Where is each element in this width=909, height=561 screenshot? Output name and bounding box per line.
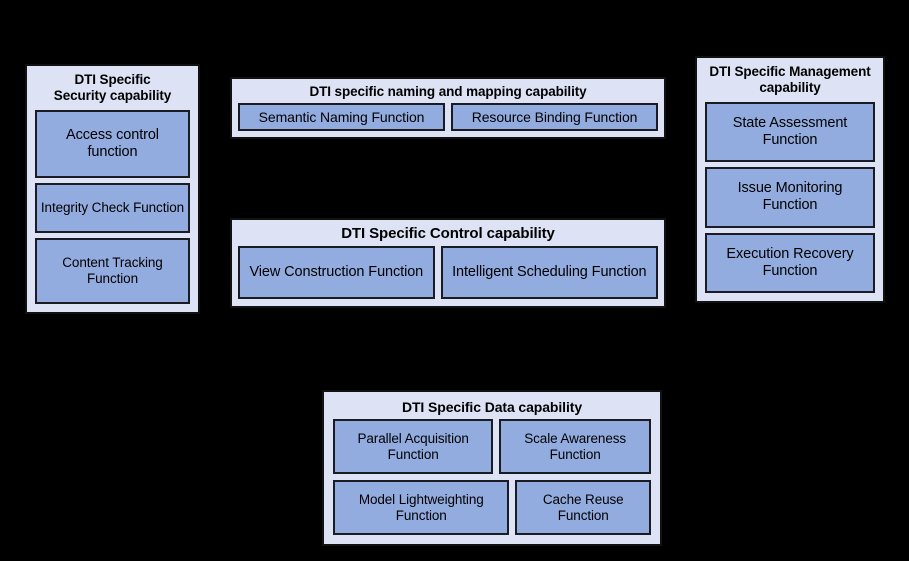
data-function-row-2: Model Lightweighting Function Cache Reus… — [333, 480, 651, 535]
function-intelligent-scheduling[interactable]: Intelligent Scheduling Function — [440, 246, 659, 299]
function-execution-recovery[interactable]: Execution Recovery Function — [705, 232, 875, 293]
function-scale-awareness[interactable]: Scale Awareness Function — [499, 419, 651, 474]
function-model-lightweighting[interactable]: Model Lightweighting Function — [333, 480, 510, 535]
panel-naming-mapping-capability: DTI specific naming and mapping capabili… — [230, 77, 666, 139]
function-integrity-check[interactable]: Integrity Check Function — [35, 183, 190, 233]
panel-security-title-line1: DTI Specific — [74, 72, 151, 87]
function-issue-monitoring[interactable]: Issue Monitoring Function — [705, 167, 875, 228]
data-function-list: Parallel Acquisition Function Scale Awar… — [324, 419, 660, 544]
management-function-list: State Assessment Function Issue Monitori… — [697, 100, 883, 301]
panel-security-capability: DTI Specific Security capability Access … — [25, 64, 200, 314]
data-function-row-1: Parallel Acquisition Function Scale Awar… — [333, 419, 651, 474]
naming-function-row: Semantic Naming Function Resource Bindin… — [238, 103, 659, 131]
panel-management-title: DTI Specific Management capability — [697, 58, 883, 100]
panel-naming-title: DTI specific naming and mapping capabili… — [309, 84, 587, 99]
panel-control-capability: DTI Specific Control capability View Con… — [230, 218, 666, 308]
panel-security-title-line2: Security capability — [53, 88, 172, 103]
panel-management-title-line2: capability — [759, 80, 821, 95]
function-view-construction[interactable]: View Construction Function — [238, 246, 435, 299]
control-function-row: View Construction Function Intelligent S… — [238, 246, 659, 299]
function-content-tracking[interactable]: Content Tracking Function — [35, 238, 190, 304]
panel-management-title-line1: DTI Specific Management — [709, 64, 871, 79]
naming-function-list: Semantic Naming Function Resource Bindin… — [232, 103, 664, 137]
control-function-list: View Construction Function Intelligent S… — [232, 246, 664, 306]
panel-data-capability: DTI Specific Data capability Parallel Ac… — [322, 390, 662, 546]
function-resource-binding[interactable]: Resource Binding Function — [451, 103, 659, 131]
function-cache-reuse[interactable]: Cache Reuse Function — [515, 480, 651, 535]
function-state-assessment[interactable]: State Assessment Function — [705, 102, 875, 163]
panel-security-title: DTI Specific Security capability — [27, 66, 198, 108]
function-parallel-acquisition[interactable]: Parallel Acquisition Function — [333, 419, 494, 474]
function-access-control[interactable]: Access control function — [35, 110, 190, 178]
security-function-list: Access control function Integrity Check … — [27, 108, 198, 312]
function-semantic-naming[interactable]: Semantic Naming Function — [238, 103, 446, 131]
panel-data-title: DTI Specific Data capability — [401, 399, 583, 415]
panel-management-capability: DTI Specific Management capability State… — [695, 56, 885, 303]
panel-control-title: DTI Specific Control capability — [341, 225, 555, 242]
